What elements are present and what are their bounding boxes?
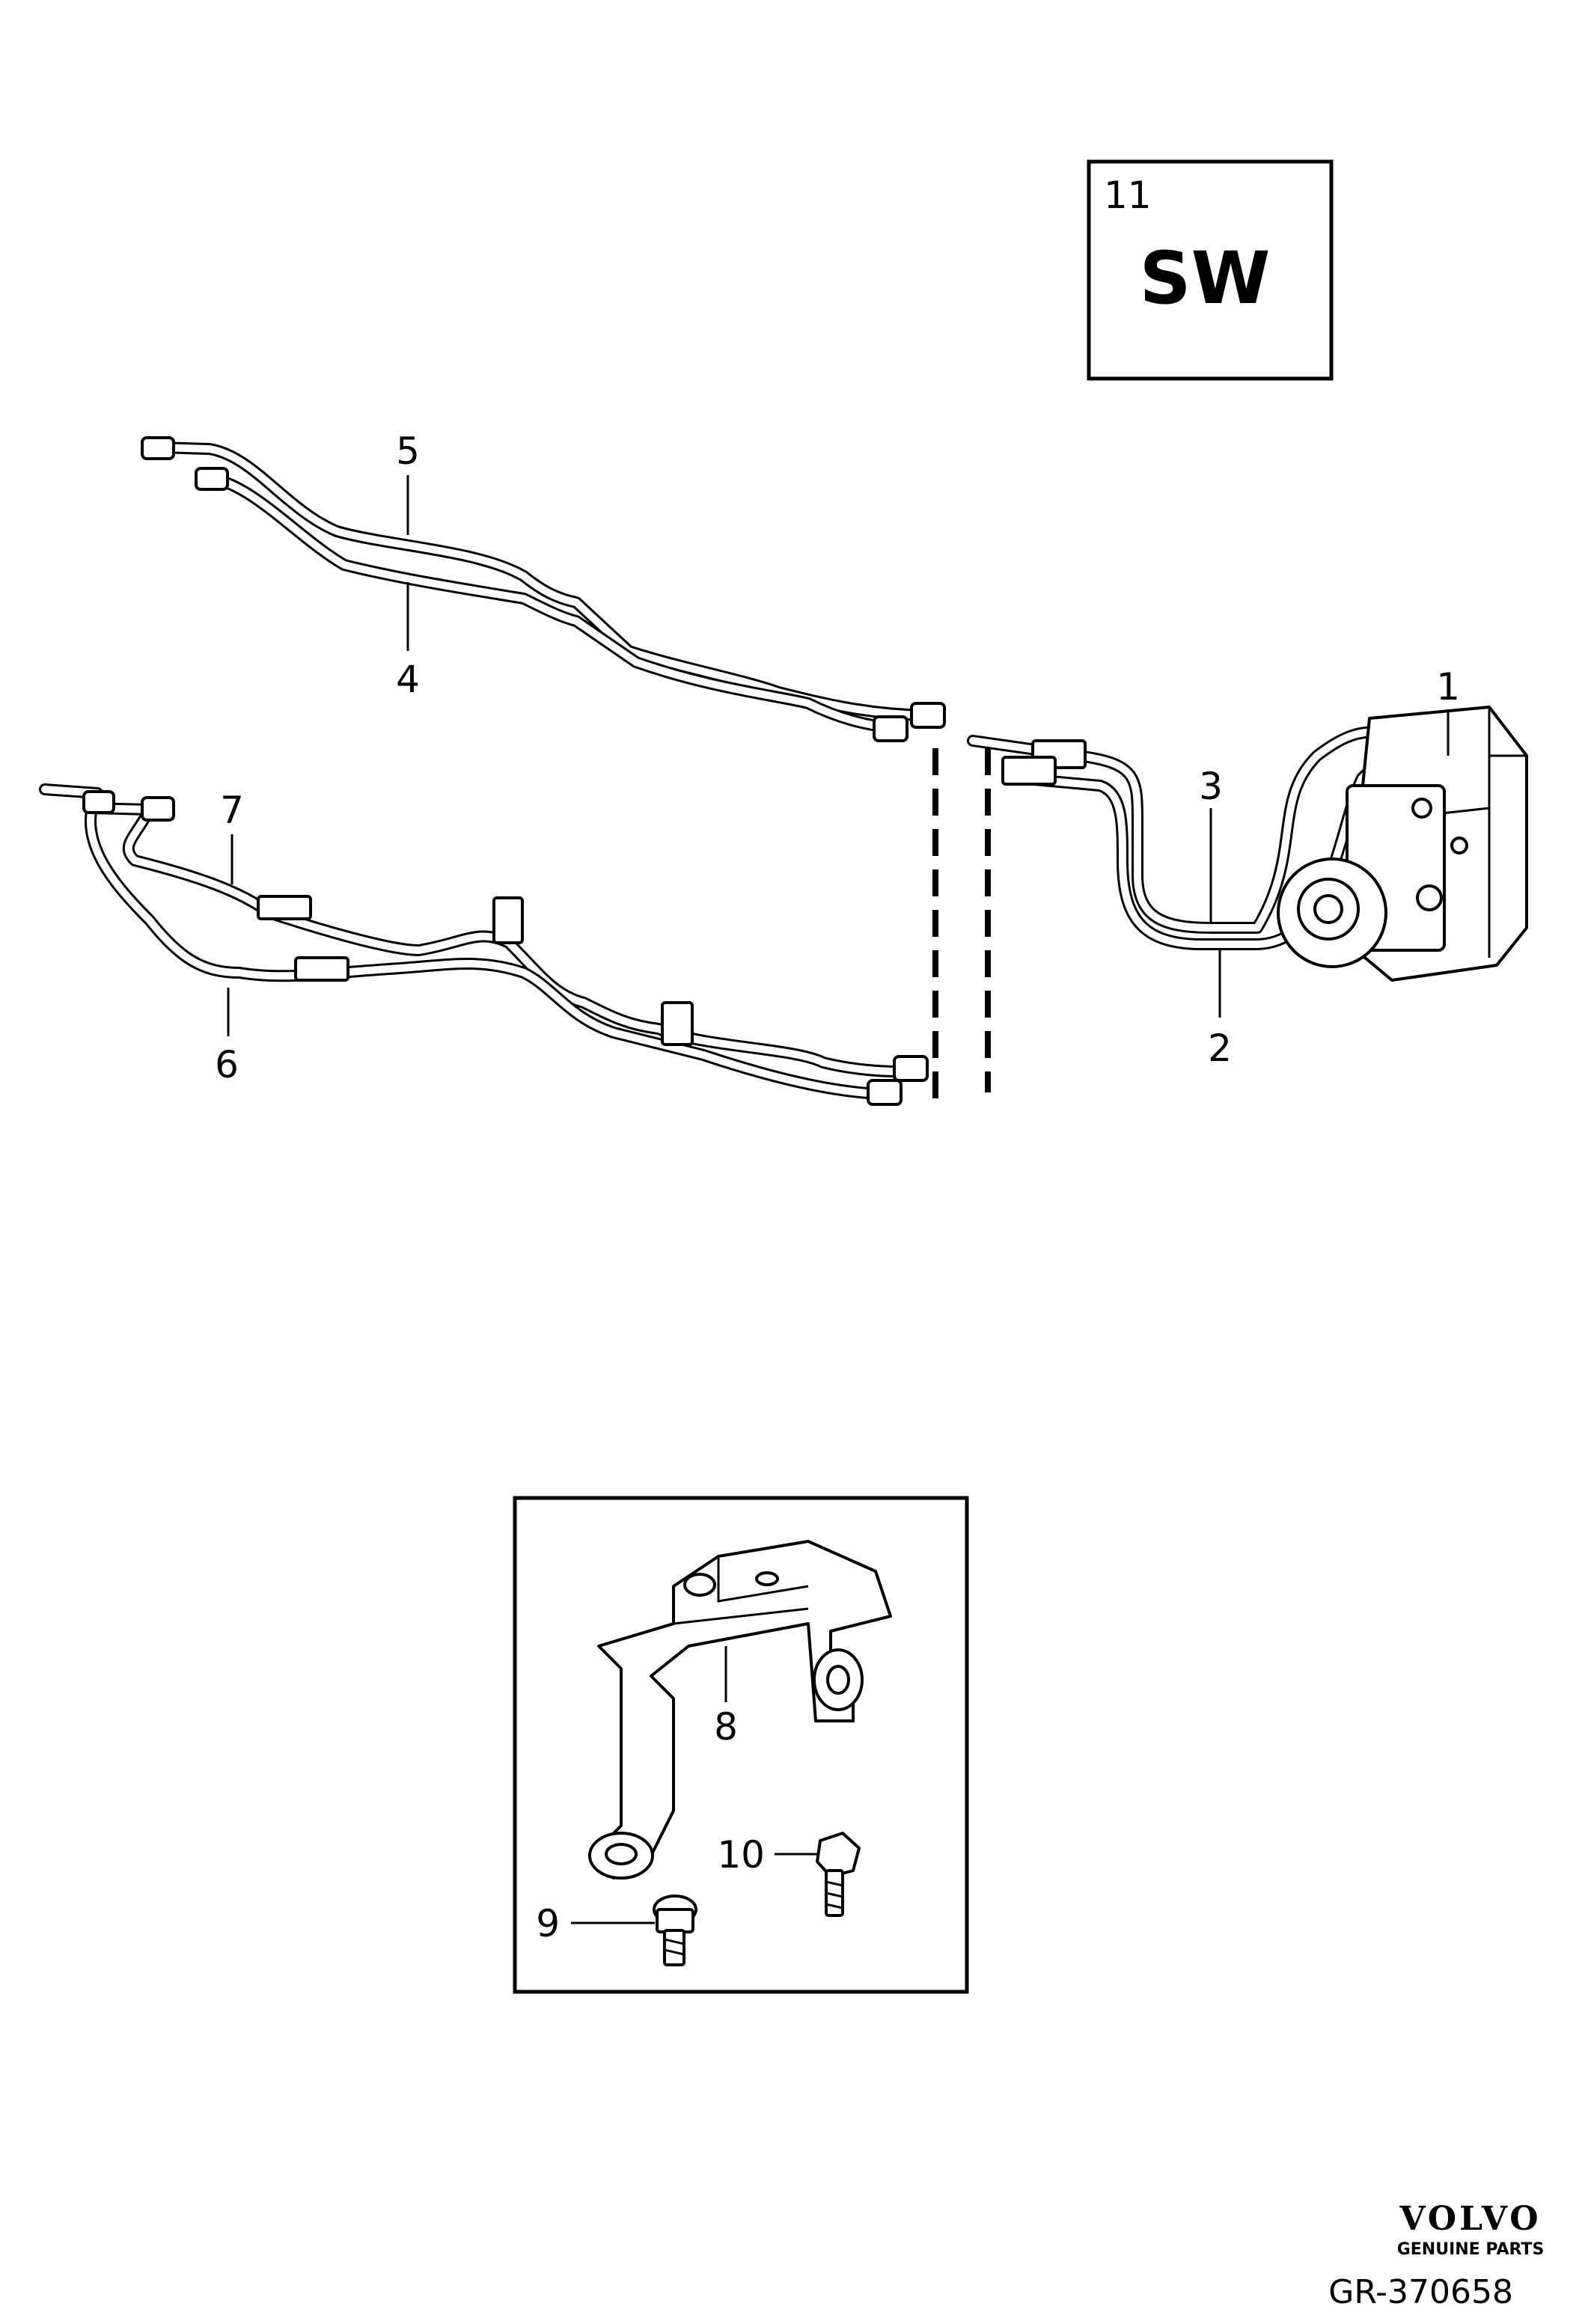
variant-code: SW	[1139, 236, 1270, 320]
callout-5: 5	[396, 429, 420, 473]
clip-icon	[492, 896, 694, 1046]
variant-box: 11 SW	[1087, 159, 1334, 381]
callout-2: 2	[1208, 1027, 1232, 1070]
abs-unit-icon	[1277, 706, 1528, 982]
brake-line-3	[967, 726, 1398, 934]
callout-10: 10	[717, 1833, 765, 1877]
bracket-inset: 8 10 9	[513, 1496, 969, 1994]
callout-leaders	[227, 475, 1450, 1036]
bolt-icon	[816, 1832, 861, 1917]
figure-id: GR-370658	[1328, 2273, 1513, 2311]
brake-line-6	[39, 783, 889, 1100]
brake-line-4	[207, 473, 897, 733]
callout-8: 8	[714, 1705, 738, 1749]
union-connector-icon	[1001, 739, 1087, 786]
callout-3: 3	[1199, 765, 1223, 808]
brand-logo: VOLVO GENUINE PARTS	[1397, 2200, 1545, 2259]
fitting-icon	[82, 790, 929, 1106]
callout-4: 4	[396, 658, 420, 701]
brake-line-5	[155, 441, 934, 721]
break-marker	[932, 748, 991, 1107]
bolt-icon	[653, 1895, 697, 1966]
callout-9: 9	[536, 1902, 560, 1945]
callout-7: 7	[220, 789, 244, 832]
fitting-icon	[141, 436, 946, 742]
brand-tagline: GENUINE PARTS	[1397, 2240, 1545, 2259]
brand-name: VOLVO	[1399, 2200, 1541, 2238]
bracket-icon	[588, 1540, 892, 1880]
callout-6: 6	[215, 1043, 239, 1086]
callout-1: 1	[1436, 665, 1460, 709]
variant-number: 11	[1104, 174, 1152, 217]
